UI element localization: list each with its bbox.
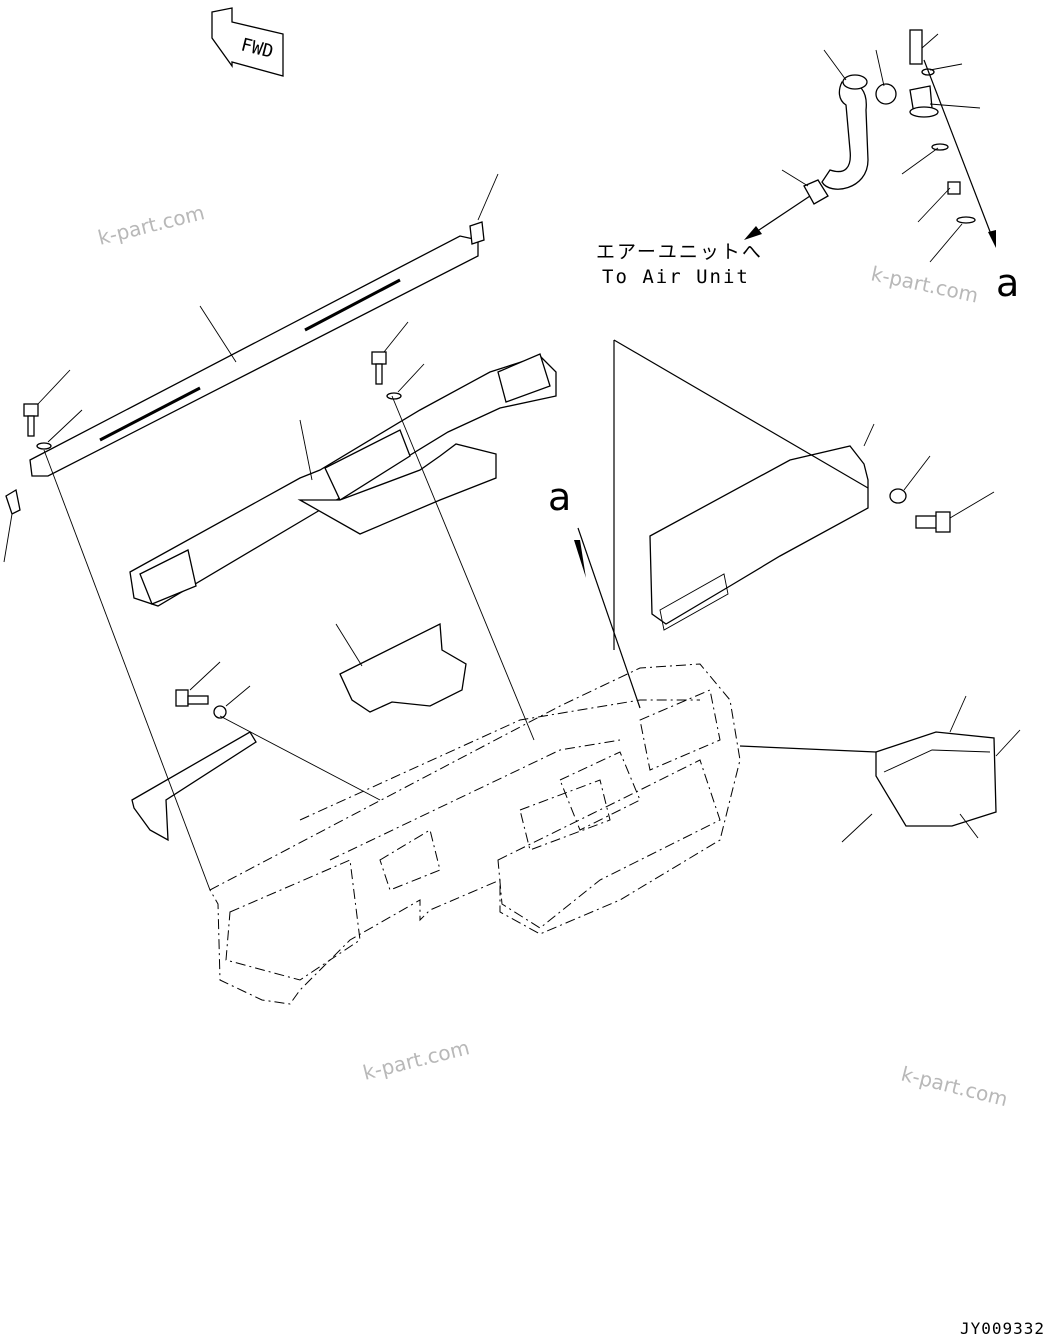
fwd-direction-marker: FWD xyxy=(211,7,284,77)
air-hose-group xyxy=(744,29,996,263)
dashboard-frame xyxy=(43,395,741,1005)
middle-bolt xyxy=(175,661,251,719)
air-unit-label-jp: エアーユニットへ xyxy=(596,241,763,263)
lower-plate xyxy=(131,622,467,842)
watermark-3: k-part.com xyxy=(360,1035,471,1085)
top-cover-strip xyxy=(3,173,499,563)
figure-code: JY009332 xyxy=(960,1319,1045,1338)
side-duct-cover xyxy=(613,339,995,650)
ref-label-a-mid: a xyxy=(548,475,571,519)
left-bolts xyxy=(23,321,425,450)
vent-nozzle xyxy=(739,695,1021,843)
main-air-duct xyxy=(129,353,557,607)
watermark-2: k-part.com xyxy=(869,261,981,307)
watermark-4: k-part.com xyxy=(899,1062,1010,1112)
ref-label-a-top: a xyxy=(996,261,1019,305)
watermark-1: k-part.com xyxy=(95,200,206,250)
air-unit-label-en: To Air Unit xyxy=(602,266,750,288)
